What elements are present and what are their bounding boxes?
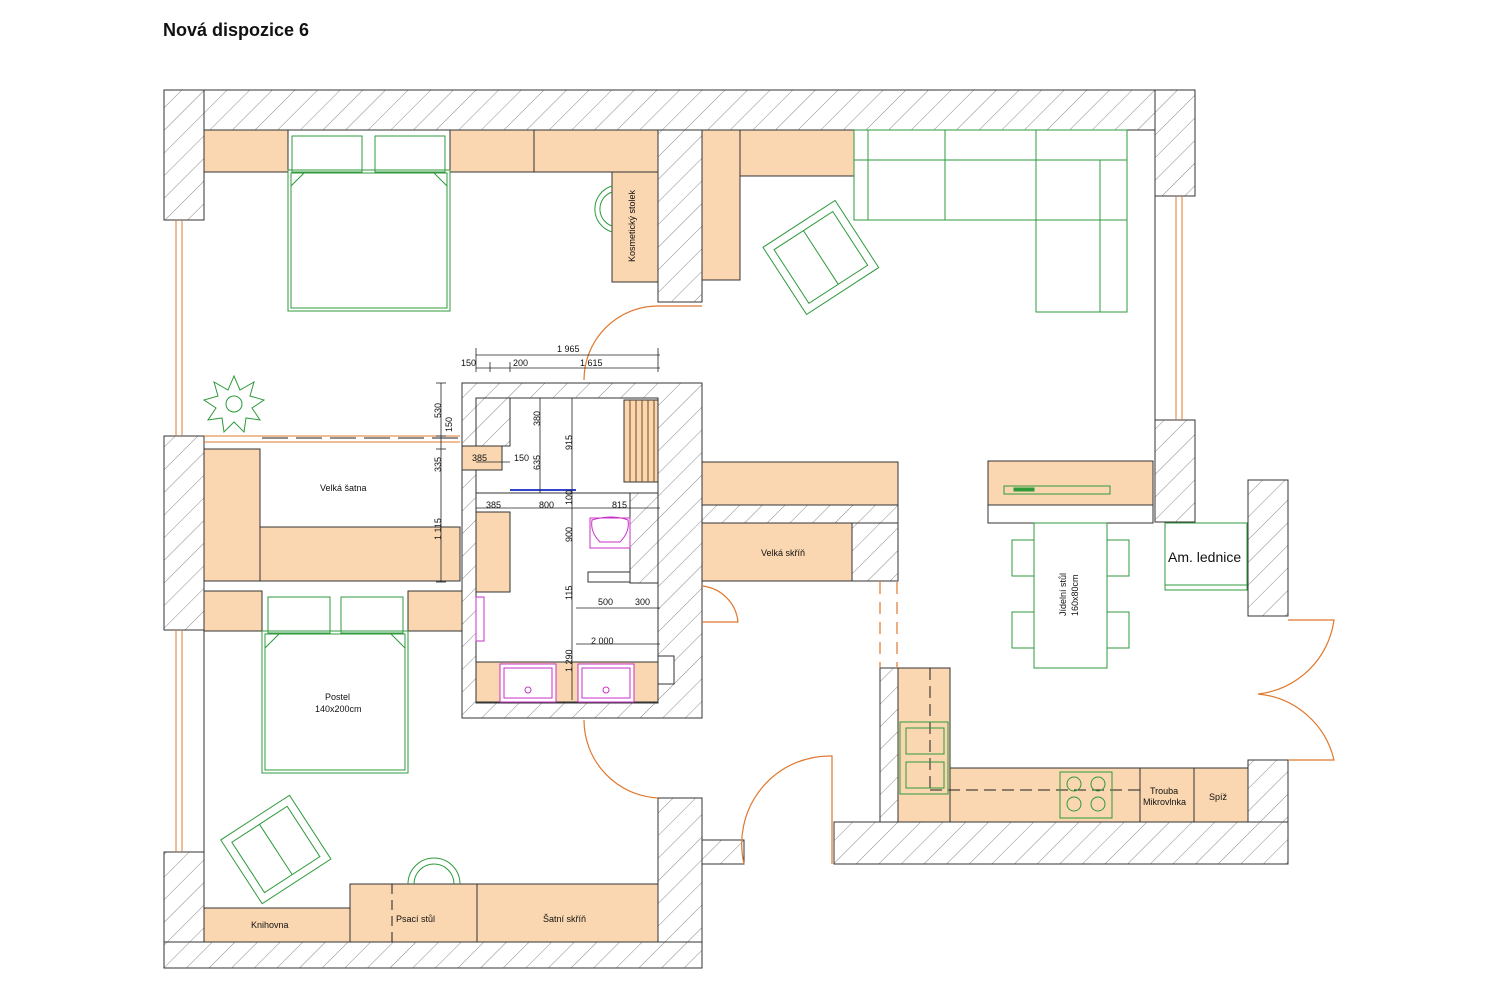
- label-dining-table-1: Jídelní stůl: [1058, 573, 1068, 616]
- doors: [583, 305, 1335, 865]
- dim-150-a: 150: [461, 358, 476, 368]
- dim-2000: 2 000: [591, 636, 614, 646]
- kitchen-sink: [899, 721, 949, 795]
- dim-150-b: 150: [444, 417, 454, 432]
- labels: Kosmetický stolek Velká šatna Velká skří…: [251, 189, 1241, 930]
- label-desk: Psací stůl: [396, 914, 435, 924]
- furniture: [203, 129, 1249, 943]
- wall-top: [163, 89, 1196, 131]
- wall-entry-left: [701, 839, 745, 865]
- label-cosmetic-table: Kosmetický stolek: [627, 189, 637, 262]
- wall-left-upper: [163, 89, 205, 221]
- sofa: [853, 129, 1128, 221]
- dim-380: 380: [532, 411, 542, 426]
- pantry: [1193, 767, 1249, 823]
- windows: [175, 196, 1183, 852]
- green-objects: [202, 129, 1248, 905]
- dim-385-b: 385: [486, 500, 501, 510]
- bathroom-block: [461, 382, 703, 719]
- sliding-door: [262, 437, 460, 942]
- dim-900: 900: [564, 527, 574, 542]
- dim-530: 530: [433, 403, 443, 418]
- dim-800: 800: [539, 500, 554, 510]
- bookshelf: [203, 907, 351, 943]
- label-fridge: Am. lednice: [1168, 549, 1241, 565]
- wardrobe-top-right: [533, 129, 659, 173]
- living-cabinet-h: [739, 129, 855, 177]
- dim-150-c: 150: [514, 453, 529, 463]
- label-bed-1: Postel: [325, 692, 350, 702]
- kitchen-counter-v: [897, 667, 951, 823]
- wall-bottom-center-left: [657, 797, 703, 943]
- dim-1965: 1 965: [557, 344, 580, 354]
- label-dining-table-2: 160x80cm: [1070, 574, 1080, 616]
- wardrobe-top-left: [203, 129, 289, 173]
- wall-bottom-left: [163, 941, 703, 969]
- dim-385-a: 385: [472, 453, 487, 463]
- wall-kitchen-left: [879, 667, 899, 823]
- dim-1115: 1 115: [433, 518, 443, 540]
- walk-in-closet-bottom: [259, 526, 461, 582]
- bed2-strip-right: [407, 590, 463, 632]
- dim-1290: 1 290: [564, 649, 574, 672]
- tv: [1003, 485, 1111, 495]
- wardrobe-bottom: [476, 883, 659, 943]
- dimension-texts: 1 965 150 200 1 615 530 150 335 1 115 38…: [433, 344, 650, 672]
- wall-right-mid: [1154, 419, 1196, 523]
- kitchen-dashed: [929, 668, 1140, 791]
- dim-915: 915: [564, 435, 574, 450]
- wall-right-fridge: [1247, 479, 1289, 617]
- walk-in-closet-left: [203, 448, 261, 582]
- dim-1615: 1 615: [580, 358, 603, 368]
- fridge: [1164, 522, 1248, 591]
- dim-100: 100: [564, 490, 574, 505]
- wall-left-mid: [163, 435, 205, 631]
- large-wardrobe-strip: [701, 461, 899, 506]
- wall-closet-top: [701, 504, 899, 524]
- dim-300: 300: [635, 597, 650, 607]
- dim-635: 635: [532, 455, 542, 470]
- double-bed: [287, 169, 451, 312]
- bed-140x200: [261, 630, 409, 774]
- living-cabinet-v: [701, 129, 741, 281]
- label-oven-1: Trouba: [1150, 786, 1178, 796]
- label-bookshelf: Knihovna: [251, 920, 289, 930]
- desk: [349, 883, 478, 943]
- dim-335: 335: [433, 457, 443, 472]
- oven-cabinet: [1139, 767, 1195, 823]
- page-title: Nová dispozice 6: [163, 20, 310, 40]
- label-bed-2: 140x200cm: [315, 704, 362, 714]
- dining-table: [1033, 522, 1108, 669]
- wall-partition-top: [657, 129, 703, 303]
- label-walk-in-closet: Velká šatna: [320, 483, 367, 493]
- label-wardrobe: Šatní skříň: [543, 914, 586, 924]
- dim-500: 500: [598, 597, 613, 607]
- plant: [202, 374, 266, 434]
- sideboard: [987, 460, 1154, 506]
- large-wardrobe: [701, 522, 853, 582]
- cosmetic-table: [611, 171, 659, 283]
- label-pantry: Spíž: [1209, 792, 1228, 802]
- dim-115: 115: [564, 586, 574, 600]
- wardrobe-top-mid: [449, 129, 535, 173]
- dim-815: 815: [612, 500, 627, 510]
- cooktop: [1059, 771, 1113, 819]
- dimension-lines: [436, 348, 660, 700]
- label-oven-2: Mikrovlnka: [1143, 797, 1186, 807]
- bed2-strip-left: [203, 590, 263, 632]
- label-large-wardrobe: Velká skříň: [761, 548, 805, 558]
- dim-200: 200: [513, 358, 528, 368]
- wall-kitchen-bottom: [833, 821, 1289, 865]
- wall-right-upper: [1154, 89, 1196, 197]
